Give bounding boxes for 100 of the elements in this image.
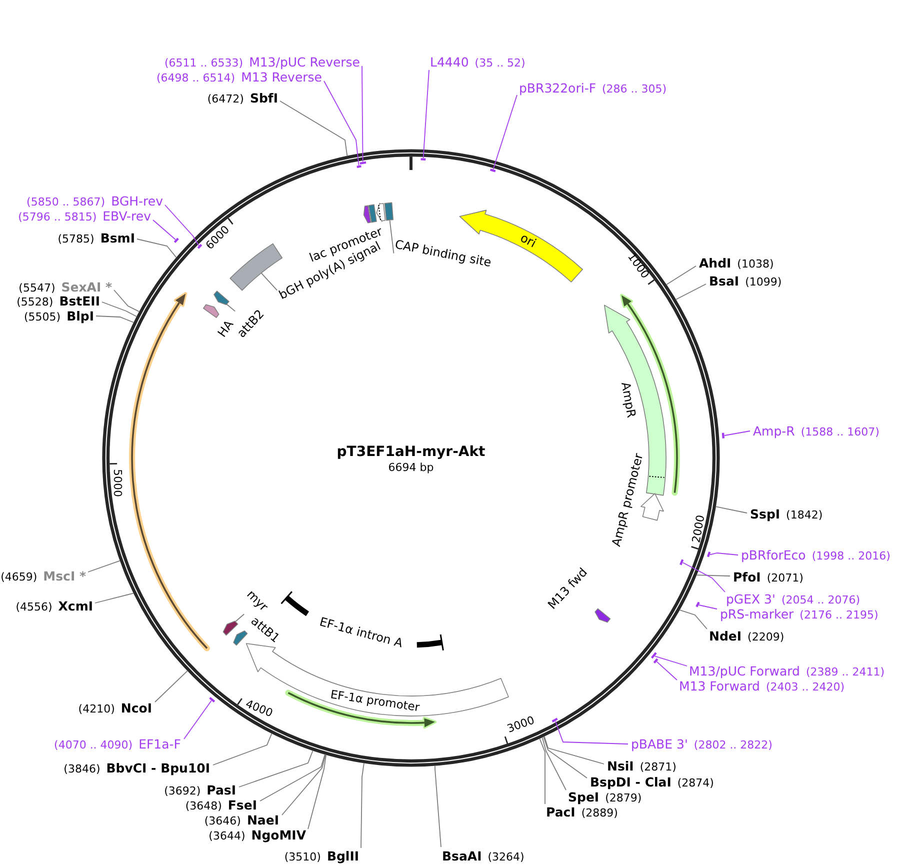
base-position: (1038) xyxy=(737,257,774,271)
primer-site-mark xyxy=(696,602,700,608)
feature-label: ori xyxy=(518,232,538,250)
leader-line xyxy=(96,316,134,323)
enzyme-name: PasI xyxy=(206,782,236,798)
feature-label: myr xyxy=(244,588,270,614)
primer-name: pBRforEco xyxy=(741,547,806,562)
leader-line xyxy=(362,66,364,162)
enzyme-name: BsaAI xyxy=(442,848,482,864)
enzyme-name: SexAI * xyxy=(61,279,112,294)
leader-line xyxy=(360,762,364,848)
scale-label: 2000 xyxy=(690,514,708,544)
primer-name: EF1a-F xyxy=(138,736,181,752)
enzyme-name: SbfI xyxy=(250,90,278,106)
enzyme-name: MscI * xyxy=(43,568,86,584)
base-position: (6472) xyxy=(207,92,244,106)
leader-line xyxy=(280,100,348,157)
base-position: (2879) xyxy=(605,791,642,805)
scale-label: 5000 xyxy=(110,469,124,497)
enzyme-name: BsmI xyxy=(100,230,135,246)
leader-line xyxy=(422,70,430,158)
base-position: (4070 .. 4090) xyxy=(54,738,133,752)
feature-label: AmpR xyxy=(618,381,638,419)
base-position: (2802 .. 2822) xyxy=(694,738,772,752)
base-position: (3510) xyxy=(284,850,321,864)
enzyme-name: BspDI - ClaI xyxy=(590,774,672,790)
leader-line xyxy=(492,94,518,170)
plasmid-size: 6694 bp xyxy=(388,462,434,474)
primer-name: pBR322ori-F xyxy=(519,80,596,96)
base-position: (35 .. 52) xyxy=(474,56,526,70)
leader-line xyxy=(260,754,326,802)
scale-label: 4000 xyxy=(244,698,274,720)
leader-line xyxy=(88,560,121,572)
leader-line xyxy=(136,238,177,258)
enzyme-name: BstEII xyxy=(59,293,100,308)
base-position: (5505) xyxy=(24,310,61,324)
enzyme-name: BglII xyxy=(326,848,359,864)
base-position: (286 .. 305) xyxy=(602,82,667,96)
base-position: (6498 .. 6514) xyxy=(156,71,236,85)
primer-site-mark xyxy=(552,718,558,722)
primer-site-mark xyxy=(650,652,657,659)
enzyme-name: SpeI xyxy=(568,789,600,804)
leader-line xyxy=(282,754,326,816)
base-position: (6511 .. 6533) xyxy=(164,56,244,70)
base-position: (1588 .. 1607) xyxy=(800,425,880,439)
leader-line xyxy=(389,220,394,254)
leader-line xyxy=(539,738,546,804)
leader-line xyxy=(679,609,708,630)
base-position: (5785) xyxy=(58,232,94,246)
primer-name: M13 Reverse xyxy=(241,69,322,84)
primer-site-mark xyxy=(680,559,684,566)
leader-line xyxy=(543,736,588,778)
feature-label: EF-1α intron A xyxy=(318,616,404,650)
leader-line xyxy=(654,656,688,666)
leader-line xyxy=(698,604,718,610)
enzyme-name: BbvCI - Bpu10I xyxy=(106,760,210,776)
primer-name: BGH-rev xyxy=(111,193,163,208)
enzyme-name: NsiI xyxy=(607,758,634,774)
primer-name: pGEX 3' xyxy=(726,591,776,606)
base-position: (3644) xyxy=(208,829,246,843)
primer-name: pRS-marker xyxy=(720,606,794,622)
enzyme-name: SspI xyxy=(750,506,780,522)
base-position: (5850 .. 5867) xyxy=(26,195,106,209)
feature-label: AmpR promoter xyxy=(610,452,646,548)
leader-line xyxy=(710,552,738,556)
base-position: (2871) xyxy=(640,760,676,774)
base-position: (1099) xyxy=(745,275,782,289)
primer-name: Amp-R xyxy=(753,423,795,438)
base-position: (2889) xyxy=(581,806,618,820)
leader-line xyxy=(675,284,706,300)
enzyme-name: NdeI xyxy=(709,628,742,644)
base-position: (2389 .. 2411) xyxy=(806,665,885,679)
leader-line xyxy=(656,661,678,680)
leader-line xyxy=(235,614,245,622)
feature-label: EF-1α promoter xyxy=(329,688,420,714)
primer-site-mark xyxy=(360,161,366,164)
enzyme-name: PacI xyxy=(546,804,576,820)
base-position: (3846) xyxy=(64,762,100,776)
base-position: (3264) xyxy=(488,850,524,864)
primer-name: M13/pUC Forward xyxy=(689,663,800,678)
base-position: (2403 .. 2420) xyxy=(766,680,844,694)
base-position: (4659) xyxy=(0,570,38,584)
leader-line xyxy=(715,506,748,514)
leader-line xyxy=(212,732,272,766)
primer-site-mark xyxy=(490,168,496,172)
primer-site-mark xyxy=(174,238,179,243)
leader-line xyxy=(238,750,314,788)
leader-line xyxy=(152,220,176,240)
primer-site-mark xyxy=(653,658,658,664)
leader-line xyxy=(102,302,138,318)
base-position: (5547) xyxy=(18,281,56,295)
base-position: (1842) xyxy=(786,508,823,522)
base-position: (5528) xyxy=(16,295,54,309)
base-position: (2054 .. 2076) xyxy=(781,593,860,607)
enzyme-name: AhdI xyxy=(699,255,732,270)
primer-name: pBABE 3' xyxy=(631,736,688,752)
leader-line xyxy=(682,562,726,592)
enzyme-name: NaeI xyxy=(246,812,279,828)
leader-line xyxy=(184,700,212,740)
base-position: (1998 .. 2016) xyxy=(812,549,890,563)
